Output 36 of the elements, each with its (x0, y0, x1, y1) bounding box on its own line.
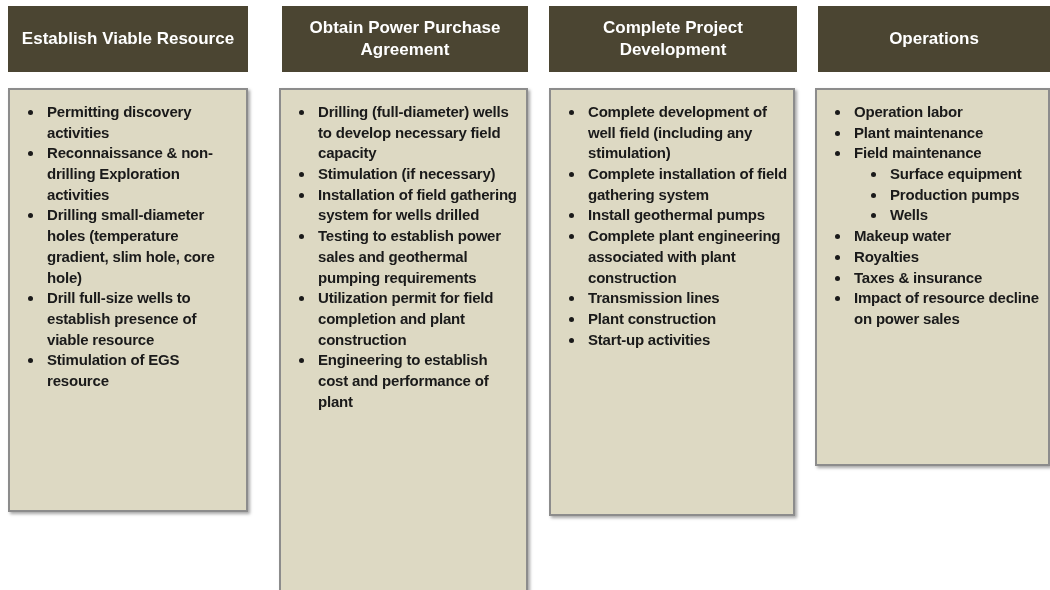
list-item: Drilling small-diameter holes (temperature gradient, slim hole, core hole) (47, 205, 216, 288)
list-item: Impact of resource decline on power sales (854, 288, 1040, 329)
list-item: Complete development of well field (including any stimulation) (588, 102, 768, 164)
column-header: Establish Viable Resource (8, 6, 248, 72)
list-item: Install geothermal pumps (588, 205, 765, 226)
list-item: Transmission lines (588, 288, 720, 309)
list-item: Plant construction (588, 308, 717, 329)
list-item: Royalties (854, 246, 919, 267)
column-header: Operations (818, 6, 1050, 72)
list-item: Reconnaissance & non-drilling Exploration activities (47, 143, 214, 205)
list-item: Complete plant engineering associated with plant construction (588, 226, 782, 288)
column-header: Obtain Power Purchase Agreement (282, 6, 528, 72)
content-panel (815, 88, 1050, 466)
list-item: Complete installation of field gathering system (588, 164, 787, 205)
content-panel (279, 88, 528, 590)
list-item: Utilization permit for field completion and plant construction (318, 288, 495, 350)
list-item: Testing to establish power sales and geothermal pumping requirements (318, 226, 502, 288)
list-item: Taxes & insurance (854, 267, 983, 288)
list-item: Stimulation (if necessary) (318, 164, 496, 185)
list-item: Engineering to establish cost and performance of plant (318, 350, 490, 412)
list-item: Operation labor (854, 102, 963, 122)
list-item: Stimulation of EGS resource (47, 350, 181, 391)
list-item: Drill full-size wells to establish presence of viable resource (47, 288, 198, 350)
list-item: Permitting discovery activities (47, 102, 193, 143)
list-item: Drilling (full-diameter) wells to develop necessary field capacity (318, 102, 510, 164)
list-item: Start-up activities (588, 329, 711, 350)
list-item: Plant maintenance (854, 122, 984, 143)
list-item: Surface equipment (890, 164, 1022, 185)
list-item: Production pumps (890, 184, 1020, 205)
column-header: Complete Project Development (549, 6, 797, 72)
list-item: Makeup water (854, 226, 951, 247)
content-panel (8, 88, 248, 512)
list-item: Field maintenance (854, 143, 982, 164)
content-panel (549, 88, 795, 516)
list-item: Installation of field gathering system for wells drilled (318, 184, 518, 226)
list-item: Wells (890, 205, 928, 226)
